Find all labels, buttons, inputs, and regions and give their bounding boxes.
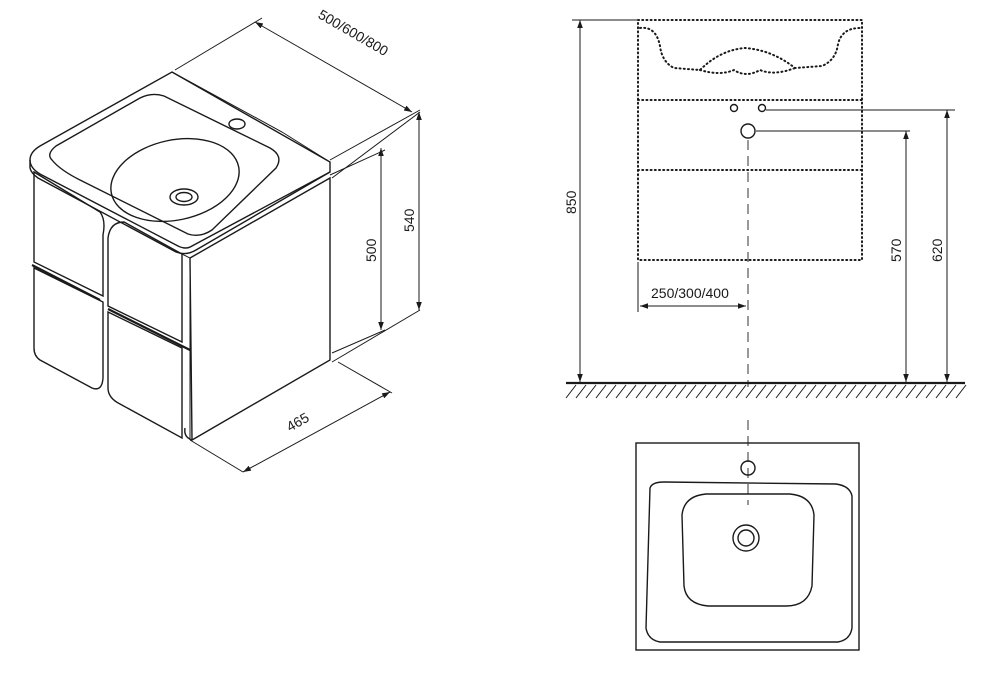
door-left-top — [33, 170, 105, 298]
top-drain-icon — [732, 524, 760, 552]
dim-front-drain-height: 570 — [888, 238, 904, 262]
dim-iso-width: 500/600/800 — [316, 6, 392, 59]
basin-inner — [110, 137, 240, 223]
door-right-top — [107, 221, 183, 344]
isometric-view: 500/600/800 500 540 465 — [29, 6, 422, 473]
drain-outlet-icon — [740, 123, 756, 139]
top-outline — [635, 442, 860, 651]
top-basin-outer — [645, 481, 853, 643]
dim-iso-total-height: 540 — [401, 208, 417, 232]
basin-profile-dotted — [639, 26, 861, 72]
drain-icon — [169, 188, 199, 206]
dim-front-offset: 250/300/400 — [651, 285, 729, 301]
dim-iso-cabinet-height: 500 — [363, 238, 379, 262]
top-basin-inner — [681, 493, 815, 607]
dim-iso-depth: 465 — [284, 409, 312, 435]
front-elevation: 850 570 620 250/300/400 — [563, 19, 967, 399]
tap-hole-icon — [228, 118, 246, 130]
dim-front-total-height: 850 — [563, 190, 579, 214]
top-tap-hole-icon — [740, 460, 756, 476]
cabinet-right-face — [189, 176, 331, 442]
door-right-bottom — [107, 310, 183, 440]
floor-hatch — [565, 384, 967, 399]
door-left-bottom — [33, 266, 104, 390]
dim-front-inlet-height: 620 — [929, 238, 945, 262]
basin-outer — [49, 93, 280, 237]
cabinet-outline-dotted — [637, 19, 863, 261]
top-view — [635, 420, 860, 651]
